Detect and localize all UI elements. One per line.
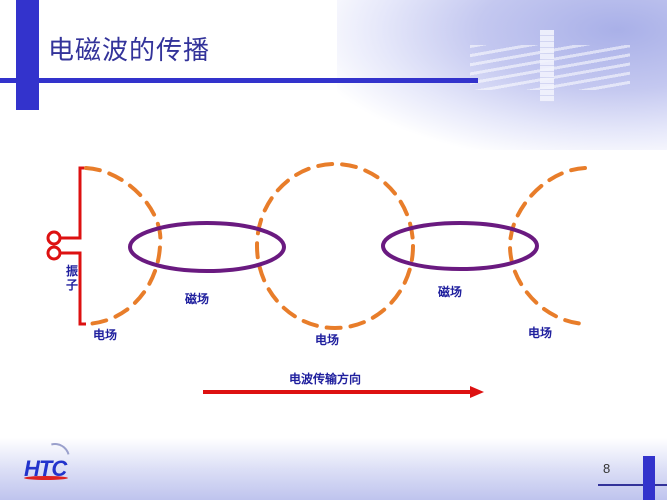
page-number-accent-vertical [643,456,655,500]
logo-swoosh-icon [24,476,68,480]
electric-field-label-2: 电场 [315,333,340,347]
antenna-dipole [46,166,86,326]
magnetic-field-loops [128,221,539,273]
electric-field-lines [84,162,587,330]
magnetic-field-label-1: 磁场 [185,292,210,306]
electric-field-label-3: 电场 [528,326,553,340]
footer-band [0,438,667,500]
slide-title: 电磁波的传播 [48,36,211,66]
magnetic-field-label-2: 磁场 [438,285,463,299]
page-number-accent-horizontal [598,484,667,486]
page-number: 8 [603,461,611,476]
header-tower-image [540,30,554,102]
propagation-direction-label: 电波传输方向 [289,372,362,386]
electric-field-label-1: 电场 [93,328,118,342]
title-accent-bar-horizontal [0,78,478,83]
propagation-direction-arrow [203,386,484,398]
antenna-label: 振子 [66,264,79,292]
